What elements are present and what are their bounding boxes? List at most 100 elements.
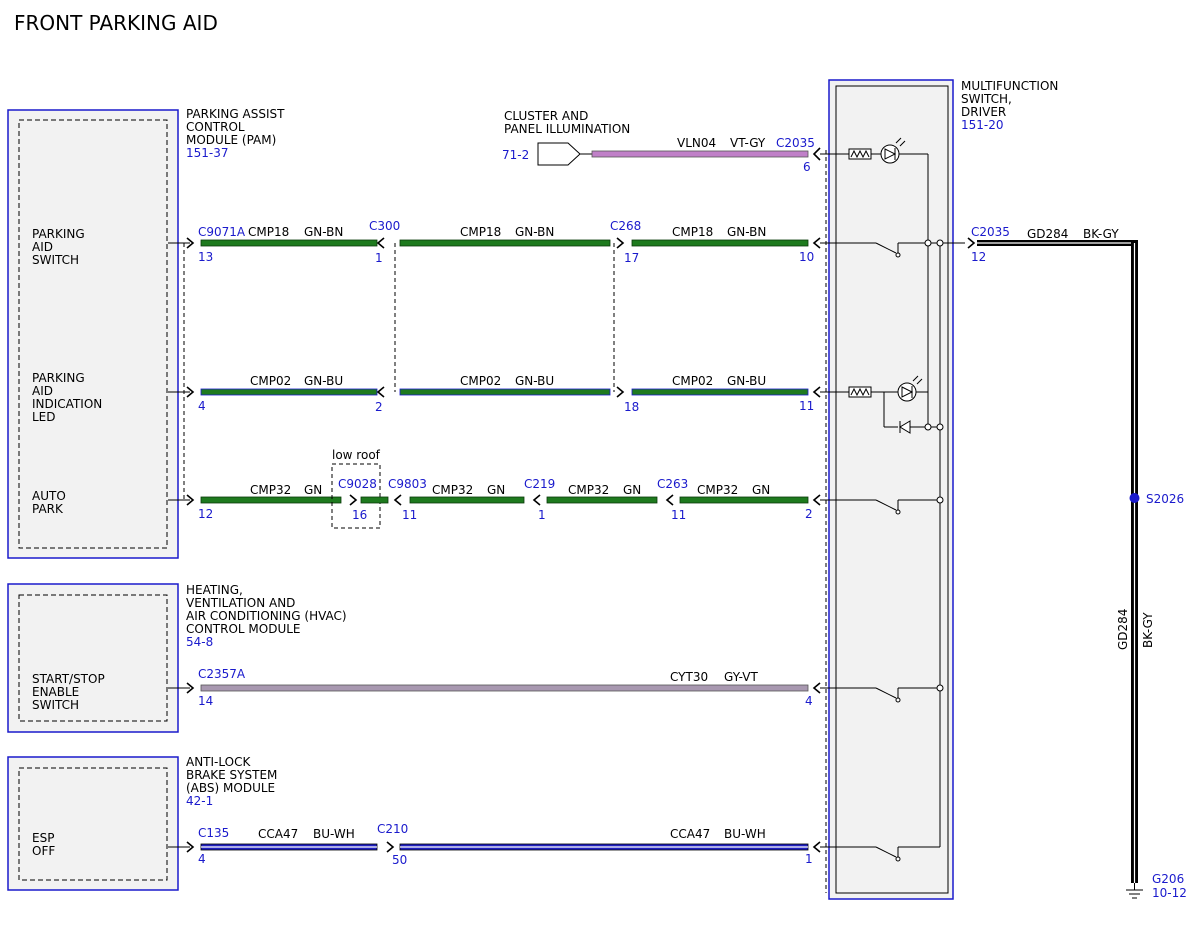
pin-label: 10 [799, 250, 814, 264]
pin-label: 6 [803, 160, 811, 174]
fn-label: ESP [32, 831, 54, 845]
ground-label[interactable]: G206 [1152, 872, 1184, 886]
mfs-name-line: MULTIFUNCTION [961, 79, 1058, 93]
pin-label: 1 [375, 251, 383, 265]
pin-label: 1 [805, 852, 813, 866]
wire-label: BU-WH [313, 827, 355, 841]
splice-icon [1129, 493, 1140, 503]
pin-label: 12 [971, 250, 986, 264]
wire-cmp02-seg[interactable] [200, 388, 378, 396]
wire-label: CCA47 [258, 827, 298, 841]
option-label: low roof [332, 448, 381, 462]
wire-label: CYT30 [670, 670, 708, 684]
cluster-name-line: PANEL ILLUMINATION [504, 122, 630, 136]
wire-label: BK-GY [1141, 612, 1155, 648]
pin-label: 12 [198, 507, 213, 521]
circuit-cmp32: CMP32 GN low roof C9028 C9803 CMP32 GN C… [168, 448, 821, 529]
wire-cmp18-seg[interactable] [399, 239, 611, 247]
switch-internals [820, 137, 965, 862]
pin-label: 2 [805, 507, 813, 521]
fn-label: OFF [32, 844, 55, 858]
circuit-gd284: C2035 GD284 BK-GY 12 S2026 GD284 BK-GY G… [967, 225, 1187, 900]
wire-label: CMP18 [248, 225, 289, 239]
pin-label: 4 [198, 399, 206, 413]
pin-label: 2 [375, 400, 383, 414]
fn-label: SWITCH [32, 698, 79, 712]
mfs-ref[interactable]: 151-20 [961, 118, 1004, 132]
abs-ref[interactable]: 42-1 [186, 794, 213, 808]
abs-name-line: (ABS) MODULE [186, 781, 275, 795]
pin-label: 11 [671, 508, 686, 522]
wire-label: GN-BU [727, 374, 766, 388]
wire-cmp32-seg[interactable] [360, 496, 389, 504]
wire-label: VT-GY [730, 136, 766, 150]
wire-label: CMP18 [460, 225, 501, 239]
connector-label[interactable]: C263 [657, 477, 688, 491]
wire-cyt30[interactable] [200, 684, 809, 692]
wire-label: VLN04 [677, 136, 716, 150]
connector-label[interactable]: C219 [524, 477, 555, 491]
connector-label[interactable]: C2035 [776, 136, 815, 150]
connector-label[interactable]: C2357A [198, 667, 246, 681]
connector-label[interactable]: C300 [369, 219, 400, 233]
pam-ref[interactable]: 151-37 [186, 146, 229, 160]
wire-label: CMP32 [568, 483, 609, 497]
fn-label: PARK [32, 502, 64, 516]
circuit-cmp18: C9071A CMP18 GN-BN C300 CMP18 GN-BN C268… [168, 219, 821, 265]
pin-label: 4 [198, 852, 206, 866]
wire-cmp32-seg[interactable] [679, 496, 809, 504]
connector-label[interactable]: C2035 [971, 225, 1010, 239]
fn-label: PARKING [32, 227, 85, 241]
fn-label: START/STOP [32, 672, 105, 686]
wire-cmp18-seg[interactable] [631, 239, 809, 247]
wire-label: CCA47 [670, 827, 710, 841]
wire-vln04[interactable] [591, 150, 809, 158]
wire-label: CMP18 [672, 225, 713, 239]
fn-label: LED [32, 410, 56, 424]
wire-label: GN [304, 483, 322, 497]
wire-label: GN-BU [304, 374, 343, 388]
wire-cmp18-seg[interactable] [200, 239, 378, 247]
connector-label[interactable]: C135 [198, 826, 229, 840]
connector-label[interactable]: C9028 [338, 477, 377, 491]
wire-cmp02-seg[interactable] [631, 388, 809, 396]
fn-label: INDICATION [32, 397, 102, 411]
wire-cmp32-seg[interactable] [409, 496, 525, 504]
wire-label: GN [487, 483, 505, 497]
circuit-cmp02: CMP02 GN-BU CMP02 GN-BU CMP02 GN-BU 4 2 … [168, 374, 821, 414]
pam-module: PARKING ASSIST CONTROL MODULE (PAM) 151-… [7, 107, 285, 559]
ground-ref[interactable]: 10-12 [1152, 886, 1187, 900]
hvac-name-line: AIR CONDITIONING (HVAC) [186, 609, 347, 623]
hvac-name-line: HEATING, [186, 583, 243, 597]
splice-label[interactable]: S2026 [1146, 492, 1184, 506]
wire-cmp32-seg[interactable] [200, 496, 342, 504]
connector-label[interactable]: C210 [377, 822, 408, 836]
mfs-name-line: DRIVER [961, 105, 1006, 119]
fn-label: AID [32, 240, 53, 254]
hvac-ref[interactable]: 54-8 [186, 635, 213, 649]
wire-label: CMP32 [250, 483, 291, 497]
connector-label[interactable]: C268 [610, 219, 641, 233]
switch-contact-icon [875, 499, 897, 511]
wire-cmp02-seg[interactable] [399, 388, 611, 396]
circuit-cca47: C135 CCA47 BU-WH C210 CCA47 BU-WH 4 50 1 [168, 822, 821, 867]
fn-label: ENABLE [32, 685, 79, 699]
pin-label: 4 [805, 694, 813, 708]
cluster-ref[interactable]: 71-2 [502, 148, 529, 162]
pam-name-line: PARKING ASSIST [186, 107, 285, 121]
pin-label: 1 [538, 508, 546, 522]
pin-label: 14 [198, 694, 213, 708]
wire-label: CMP02 [250, 374, 291, 388]
led-icon [897, 375, 923, 402]
hvac-module: HEATING, VENTILATION AND AIR CONDITIONIN… [7, 583, 347, 733]
pin-label: 18 [624, 400, 639, 414]
circuit-cyt30: C2357A CYT30 GY-VT 14 4 [168, 667, 821, 708]
connector-label[interactable]: C9071A [198, 225, 246, 239]
mfs-name-line: SWITCH, [961, 92, 1012, 106]
cluster-name-line: CLUSTER AND [504, 109, 588, 123]
wire-cmp32-seg[interactable] [546, 496, 658, 504]
cluster-illumination: CLUSTER AND PANEL ILLUMINATION 71-2 [502, 109, 630, 166]
wire-label: CMP32 [432, 483, 473, 497]
connector-label[interactable]: C9803 [388, 477, 427, 491]
